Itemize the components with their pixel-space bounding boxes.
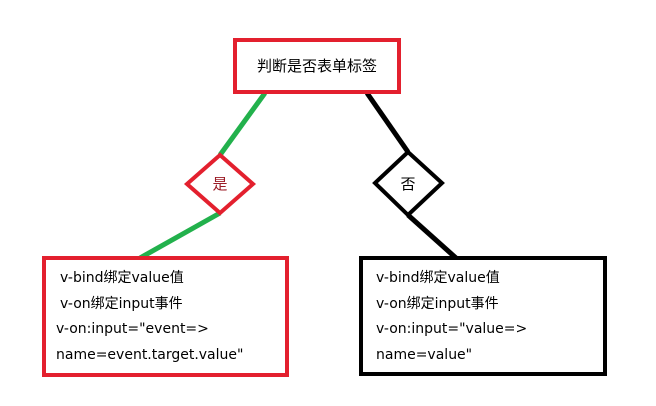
yes-result-box	[42, 256, 289, 377]
no-decision-node	[372, 149, 445, 218]
no-box-line-2: v-on绑定input事件	[376, 296, 499, 312]
no-box-line-1: v-bind绑定value值	[376, 270, 500, 286]
yes-box-line-1: v-bind绑定value值	[60, 270, 184, 286]
connector-no-to-no-box	[406, 213, 458, 260]
yes-box-line-2: v-on绑定input事件	[60, 296, 183, 312]
no-box-line-3: v-on:input="value=>	[376, 321, 527, 337]
root-node	[233, 38, 401, 94]
yes-box-line-4: name=event.target.value"	[56, 347, 243, 363]
no-result-box	[359, 256, 607, 376]
yes-decision-node	[183, 152, 257, 216]
no-decision-label: 否	[400, 175, 415, 193]
connector-root-to-yes	[217, 91, 268, 157]
no-box-line-4: name=value"	[376, 347, 472, 363]
yes-decision-label: 是	[212, 175, 227, 193]
root-node-label: 判断是否表单标签	[257, 57, 377, 75]
yes-box-line-3: v-on:input="event=>	[56, 321, 209, 337]
connector-root-to-no	[364, 91, 411, 154]
connector-yes-to-yes-box	[138, 210, 222, 261]
